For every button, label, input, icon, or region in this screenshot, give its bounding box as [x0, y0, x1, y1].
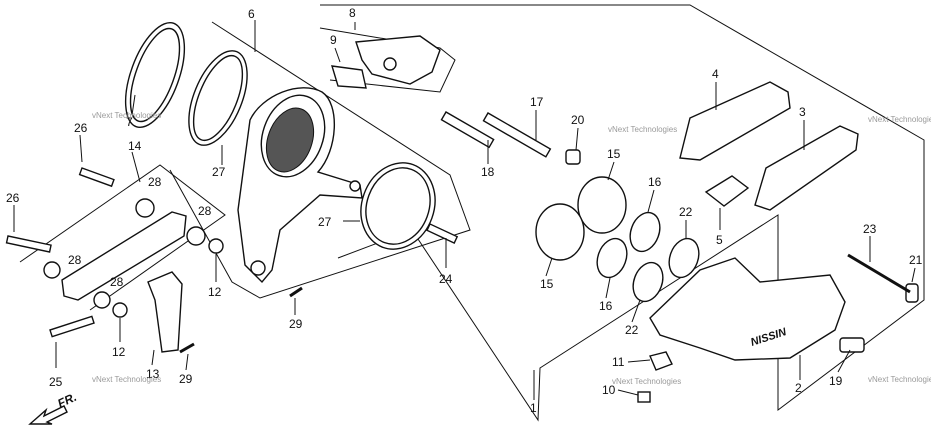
torque-link — [61, 211, 187, 301]
callout-27-upper: 27 — [212, 165, 226, 179]
callout-5: 5 — [716, 233, 723, 247]
piston-upper — [577, 176, 627, 234]
callout-23: 23 — [863, 222, 877, 236]
callout-28-d: 28 — [110, 275, 124, 289]
brake-pad-inner — [754, 125, 859, 211]
bolt-24 — [426, 223, 459, 244]
bracket-pin-hole — [349, 180, 361, 192]
callout-15-lower: 15 — [540, 277, 554, 291]
callout-28-b: 28 — [198, 204, 212, 218]
callout-26-upper: 26 — [74, 121, 88, 135]
pin-21 — [905, 283, 919, 303]
watermarks: vNext Technologies vNext Technologies vN… — [92, 111, 931, 386]
shaft-23 — [847, 253, 911, 294]
cotter-pin-29b — [179, 342, 195, 354]
callout-16-lower: 16 — [599, 299, 613, 313]
cotter-pin-29a — [289, 286, 303, 298]
callout-3: 3 — [799, 105, 806, 119]
piston-seal-22a — [668, 237, 700, 279]
piston-seal-16b — [596, 237, 628, 279]
bleeder-screw — [637, 391, 651, 403]
callout-18: 18 — [481, 165, 495, 179]
bolt-25 — [49, 315, 95, 338]
callout-20: 20 — [571, 113, 585, 127]
bolt-26-upper — [78, 167, 115, 188]
callout-28-a: 28 — [148, 175, 162, 189]
callout-9: 9 — [330, 33, 337, 47]
callout-11: 11 — [612, 355, 625, 369]
assembly-outline-bracket — [169, 21, 471, 299]
slide-pin-short — [440, 111, 495, 149]
front-direction-indicator: FR. — [28, 390, 79, 425]
callout-4: 4 — [712, 67, 719, 81]
callout-29-right: 29 — [289, 317, 303, 331]
watermark-5: vNext Technologies — [612, 377, 681, 386]
pin-retainer — [331, 65, 367, 89]
pad-spring — [704, 175, 750, 207]
collar-12b — [112, 302, 128, 318]
callout-29-left: 29 — [179, 372, 193, 386]
callout-7: 7 — [126, 115, 133, 129]
seal-ring-upper-inner — [129, 27, 181, 123]
assembly-outline-torque-link — [19, 164, 226, 311]
bearing-28a — [135, 198, 155, 218]
callout-15-upper: 15 — [607, 147, 621, 161]
callout-22-lower: 22 — [625, 323, 639, 337]
callout-12-left: 12 — [112, 345, 126, 359]
piston-seal-22b — [632, 261, 664, 303]
bleeder-fitting — [649, 351, 673, 371]
callout-13: 13 — [146, 367, 160, 381]
front-arrow-icon — [28, 405, 68, 425]
callout-10: 10 — [602, 383, 616, 397]
collar-12a — [208, 238, 224, 254]
callout-26-left: 26 — [6, 191, 20, 205]
callout-19: 19 — [829, 374, 843, 388]
bolt-26-left — [5, 235, 52, 253]
callout-22-upper: 22 — [679, 205, 693, 219]
watermark-3: vNext Technologies — [868, 115, 931, 124]
callout-12-right: 12 — [208, 285, 222, 299]
callout-6: 6 — [248, 7, 255, 21]
piston-lower — [535, 203, 585, 261]
callout-25: 25 — [49, 375, 63, 389]
watermark-2: vNext Technologies — [608, 125, 677, 134]
seal-ring-mid-inner — [192, 54, 244, 142]
bracket-mount-hole — [250, 260, 266, 276]
piston-seal-16a — [629, 211, 661, 253]
bearing-28c — [43, 261, 61, 279]
callout-labels: 6 7 27 27 8 9 17 18 20 15 16 22 4 3 5 23… — [6, 6, 923, 415]
seal-ring-lower-inner — [365, 167, 431, 245]
watermark-1: vNext Technologies — [92, 111, 161, 120]
pin-clip — [355, 35, 441, 85]
callout-1: 1 — [530, 401, 537, 415]
brake-pad-outer — [679, 81, 791, 161]
torque-arm — [147, 271, 183, 353]
callout-8: 8 — [349, 6, 356, 20]
watermark-6: vNext Technologies — [868, 375, 931, 384]
caliper-bolt — [839, 337, 865, 353]
bearing-28b — [186, 226, 206, 246]
caliper-body — [649, 257, 846, 361]
callout-17: 17 — [530, 95, 544, 109]
front-label: FR. — [55, 390, 78, 411]
pin-clip-hole — [383, 57, 397, 71]
callout-16-upper: 16 — [648, 175, 662, 189]
bearing-28d — [93, 291, 111, 309]
bracket-bore-shadow — [265, 107, 315, 173]
slide-pin-long — [482, 112, 552, 158]
callout-24: 24 — [439, 272, 453, 286]
callout-2: 2 — [795, 381, 802, 395]
watermark-4: vNext Technologies — [92, 375, 161, 384]
callout-27-lower: 27 — [318, 215, 332, 229]
leader-lines — [13, 20, 916, 400]
callout-21: 21 — [909, 253, 923, 267]
callout-28-c: 28 — [68, 253, 82, 267]
bleeder-cap — [565, 149, 581, 165]
callout-14: 14 — [128, 139, 142, 153]
